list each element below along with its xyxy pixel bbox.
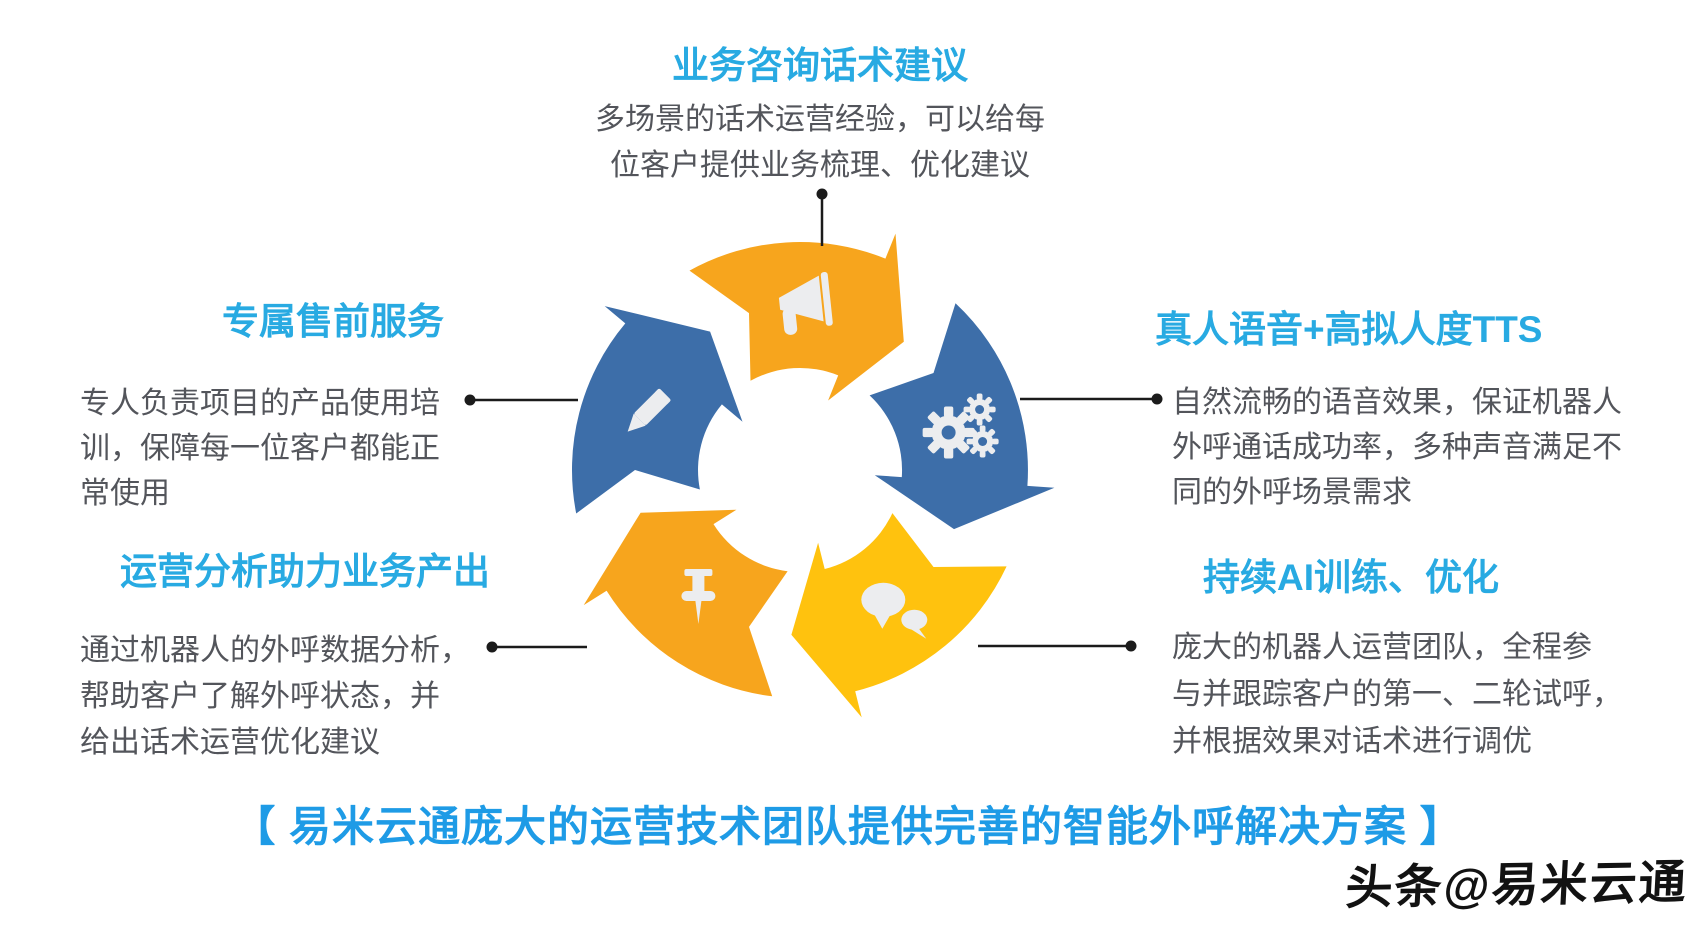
pencil-icon <box>627 388 671 432</box>
section-top-line: 位客户提供业务梳理、优化建议 <box>610 149 1030 182</box>
cycle-arrow-segment-chat <box>791 513 1007 718</box>
section-bottom-left-line: 通过机器人的外呼数据分析， <box>80 634 470 667</box>
section-left-line: 常使用 <box>80 477 170 510</box>
section-right-line: 同的外呼场景需求 <box>1172 476 1412 509</box>
section-right-title: 真人语音+高拟人度TTS <box>1155 309 1543 350</box>
section-bottom-right-line: 并根据效果对话术进行调优 <box>1172 725 1532 758</box>
section-top-line: 多场景的话术运营经验，可以给每 <box>595 103 1045 136</box>
section-bottom-left-line: 帮助客户了解外呼状态，并 <box>80 680 440 713</box>
pin-icon <box>681 569 716 624</box>
section-bottom-right-line: 与并跟踪客户的第一、二轮试呼， <box>1172 678 1622 711</box>
section-bottom-right-lines: 庞大的机器人运营团队，全程参 与并跟踪客户的第一、二轮试呼， 并根据效果对话术进… <box>1172 624 1622 765</box>
section-left-line: 训，保障每一位客户都能正 <box>80 432 440 465</box>
cycle-arrow-segment-megaphone <box>689 233 904 401</box>
bottom-caption: 【 易米云通庞大的运营技术团队提供完善的智能外呼解决方案 】 <box>233 803 1463 850</box>
section-right-lines: 自然流畅的语音效果，保证机器人 外呼通话成功率，多种声音满足不 同的外呼场景需求 <box>1172 380 1622 515</box>
watermark-toutiao: 头条@易米云通 <box>1344 855 1690 914</box>
connector-dot <box>1125 640 1137 652</box>
cycle-arrow-segment-pin <box>583 509 788 697</box>
section-left-title: 专属售前服务 <box>222 301 444 342</box>
section-left-lines: 专人负责项目的产品使用培 训，保障每一位客户都能正 常使用 <box>80 381 440 516</box>
section-left-line: 专人负责项目的产品使用培 <box>80 387 440 420</box>
chat-icon <box>861 582 928 639</box>
section-bottom-left-lines: 通过机器人的外呼数据分析， 帮助客户了解外呼状态，并 给出话术运营优化建议 <box>80 628 470 766</box>
connector-dot <box>816 188 828 200</box>
connector-dot <box>464 394 476 406</box>
section-right-line: 外呼通话成功率，多种声音满足不 <box>1172 431 1622 464</box>
megaphone-icon <box>778 271 833 335</box>
section-top-title: 业务咨询话术建议 <box>672 45 968 86</box>
section-bottom-left-title: 运营分析助力业务产出 <box>120 551 490 592</box>
section-bottom-right-line: 庞大的机器人运营团队，全程参 <box>1172 631 1592 664</box>
connector-dot <box>486 641 498 653</box>
section-bottom-right-title: 持续AI训练、优化 <box>1203 557 1499 598</box>
connector-dot <box>1151 393 1163 405</box>
gears-icon <box>922 393 999 459</box>
section-bottom-left-line: 给出话术运营优化建议 <box>80 726 380 759</box>
section-right-line: 自然流畅的语音效果，保证机器人 <box>1172 386 1622 419</box>
